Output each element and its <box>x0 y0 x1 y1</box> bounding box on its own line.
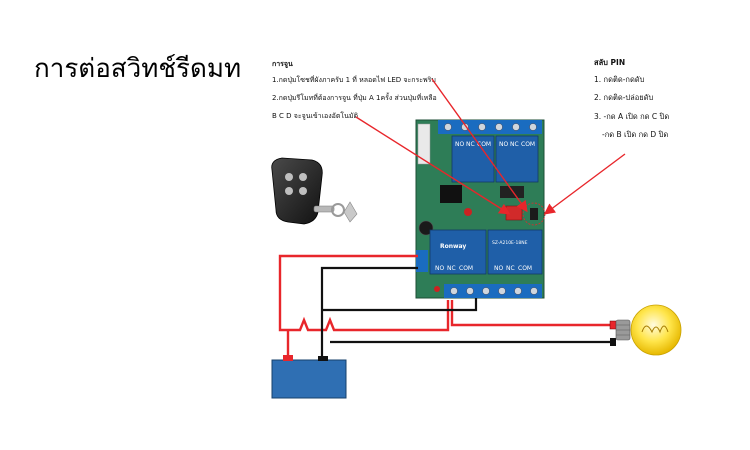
tuning-instructions: การจูน 1.กดปุ่มโซชที่ผังภาครับ 1 ที่ หลอ… <box>272 60 437 131</box>
bulb-connector-black <box>610 338 616 346</box>
pin-switch-notes: สลับ PIN 1. กดติด-กดดับ 2. กดติด-ปล่อยดั… <box>594 59 744 150</box>
status-led <box>464 208 472 216</box>
pin-mode-3b: -กด B เปิด กด D ปิด <box>602 130 669 139</box>
relay-brand: Ronway <box>440 243 466 250</box>
relay-bl-com: COM <box>459 265 473 272</box>
relay-tl-nc: NC <box>466 141 475 148</box>
pin-mode-2: 2. กดติด-ปล่อยดับ <box>594 93 654 102</box>
relay-bl-nc: NC <box>447 265 456 272</box>
tuning-step-1: 1.กดปุ่มโซชที่ผังภาครับ 1 ที่ หลอดไฟ LED… <box>272 76 436 84</box>
relay-bottom-right <box>487 229 543 275</box>
capacitor <box>418 220 434 236</box>
remote-key-fob-icon <box>271 157 358 225</box>
relay-tr-nc: NC <box>510 141 519 148</box>
pin-mode-3: 3. -กด A เปิด กด C ปิด <box>594 111 670 121</box>
ic-chip <box>440 185 462 203</box>
relay-br-nc: NC <box>506 265 515 272</box>
learn-button <box>505 205 523 221</box>
relay-top-right <box>495 135 539 183</box>
black-wires <box>320 266 610 360</box>
relay-bottom-left <box>429 229 487 275</box>
relay-br-no: NO <box>494 265 503 272</box>
relay-tr-no: NO <box>499 141 508 148</box>
pin-mode-1: 1. กดติด-กดดับ <box>594 74 645 84</box>
relay-tl-no: NO <box>455 141 464 148</box>
top-terminal-block <box>438 120 542 134</box>
diagram-title: การต่อสวิทช์รีดมท <box>34 54 242 84</box>
relay-bl-no: NO <box>435 265 444 272</box>
battery-icon <box>271 355 347 399</box>
relay-tl-com: COM <box>477 141 491 148</box>
pin-heading: สลับ PIN <box>594 58 626 67</box>
arrow-to-button <box>355 116 511 215</box>
relay-br-com: COM <box>518 265 532 272</box>
relay-top-left <box>451 135 495 183</box>
relay-model: SZ-A210E-18NE <box>492 240 528 246</box>
tuning-heading: การจูน <box>272 60 293 68</box>
arrow-to-pin <box>543 153 626 215</box>
light-bulb-icon <box>615 304 682 356</box>
tuning-step-2: 2.กดปุ่มรีโมทที่ต้องการจูน ที่ปุ่ม A 1คร… <box>272 94 437 102</box>
bulb-connector-red <box>609 320 617 330</box>
bottom-terminal-block <box>444 284 542 298</box>
arrow-to-led <box>431 78 528 213</box>
power-terminal <box>416 250 428 272</box>
pin-jumper <box>530 208 538 220</box>
relay-tr-com: COM <box>521 141 535 148</box>
decoder-chip <box>500 186 524 198</box>
tuning-step-3: B C D จะจูนเข้าเองอัตโนมัติ <box>272 112 359 120</box>
